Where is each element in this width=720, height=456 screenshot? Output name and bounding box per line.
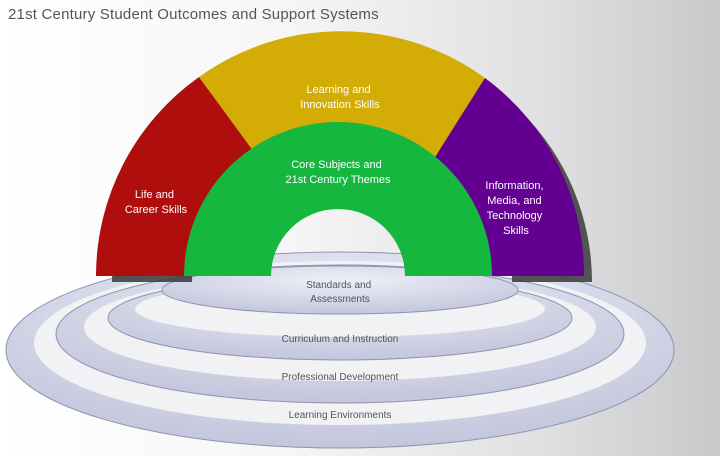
label-professional-development: Professional Development — [282, 372, 399, 383]
label-core-subjects: Core Subjects and 21st Century Themes — [286, 159, 391, 186]
segment-core-subjects — [184, 122, 492, 276]
segment-life-career — [96, 77, 259, 276]
segment-info-media-tech — [432, 78, 585, 276]
label-standards: Standards and Assessments — [306, 280, 374, 305]
ring-standards — [161, 265, 519, 315]
label-life-career: Life and Career Skills — [125, 189, 188, 216]
label-learning-environments: Learning Environments — [289, 410, 392, 421]
diagram-title: 21st Century Student Outcomes and Suppor… — [8, 6, 379, 23]
label-learning-innovation: Learning and Innovation Skills — [300, 84, 380, 111]
outer-arch — [96, 31, 585, 276]
label-curriculum: Curriculum and Instruction — [282, 334, 399, 345]
segment-learning-innovation — [199, 31, 485, 162]
support-rings — [5, 251, 675, 449]
label-info-media-tech: Information, Media, and Technology Skill… — [485, 180, 546, 237]
